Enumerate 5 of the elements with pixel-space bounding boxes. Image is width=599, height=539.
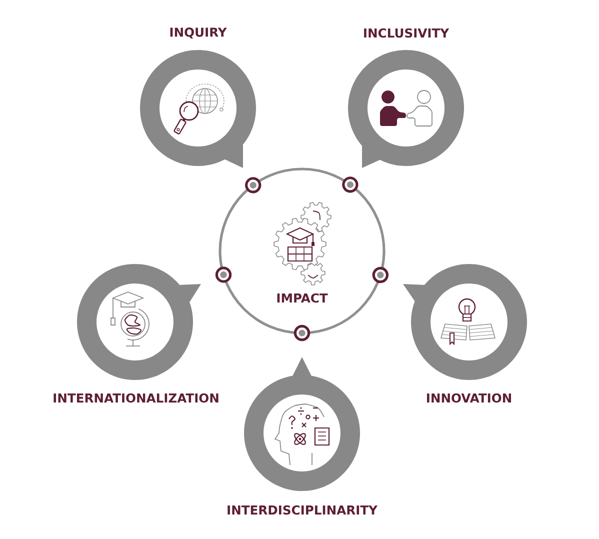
heading: INCLUSIVITY xyxy=(364,28,450,38)
heading: INTERNATIONALIZATION xyxy=(54,393,218,403)
heading: INQUIRY xyxy=(170,28,227,38)
heading: INNOVATION xyxy=(427,393,511,403)
heading: INTERDISCIPLINARITY xyxy=(228,505,378,515)
